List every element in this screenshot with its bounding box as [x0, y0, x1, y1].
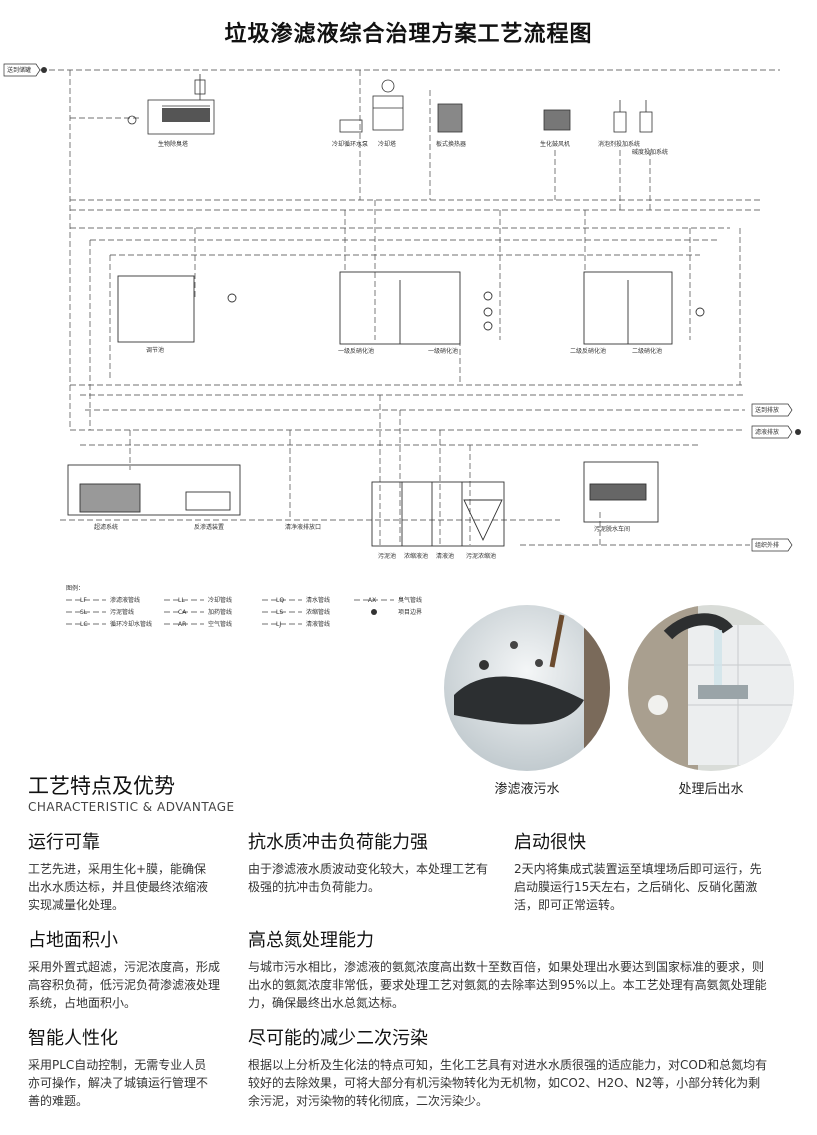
- label-sludge-conc: 污泥浓缩池: [466, 552, 496, 560]
- feature-intelligent: 智能人性化 采用PLC自动控制，无需专业人员亦可操作，解决了城镇运行管理不善的难…: [28, 1024, 208, 1110]
- legend-label: 循环冷却水管线: [110, 620, 152, 628]
- cooling-group: [339, 79, 463, 133]
- label-nit2: 二级硝化池: [632, 347, 662, 355]
- feature-quick-start: 启动很快 2天内将集成式装置运至填埋场后即可运行，先启动膜运行15天左右，之后硝…: [514, 828, 764, 914]
- label-cool-tower: 冷却塔: [378, 140, 396, 148]
- process-flow-diagram: 生物除臭塔 冷却循环水泵 冷却塔 板式换热器 生化鼓风机 消泡剂投加系统 碱度投…: [3, 63, 801, 628]
- label-blower: 生化鼓风机: [540, 140, 570, 148]
- boundary-icon: [371, 609, 377, 615]
- legend-code: LS: [276, 609, 283, 616]
- biodeodor-tower: [127, 74, 215, 135]
- photo-treated-water: [628, 605, 794, 771]
- legend-label: 臭气管线: [398, 596, 422, 604]
- feature-title: 高总氮处理能力: [248, 930, 374, 951]
- feature-title: 运行可靠: [28, 832, 100, 853]
- label-alkali: 碱度投加系统: [632, 148, 668, 156]
- legend-code: LQ: [276, 597, 284, 604]
- legend-label: 冷却管线: [208, 596, 232, 604]
- legend-label: 浓缩管线: [306, 608, 330, 616]
- feature-title: 尽可能的减少二次污染: [248, 1028, 428, 1049]
- feature-text: 工艺先进，采用生化+膜，能确保出水水质达标，并且使最终浓缩液实现减量化处理。: [28, 862, 209, 912]
- page-title: 垃圾渗滤液综合治理方案工艺流程图: [224, 22, 593, 47]
- label-denit1: 一级反硝化池: [338, 347, 374, 355]
- legend-code: CA: [178, 609, 187, 616]
- label-uf: 超滤系统: [94, 523, 118, 531]
- legend-label: 项目边界: [398, 608, 422, 616]
- label-dewater: 污泥脱水车间: [594, 525, 630, 533]
- boundary-arrows: [3, 63, 793, 552]
- arrow-to-tank: 送到储罐: [7, 66, 31, 74]
- feature-shock-resistant: 抗水质冲击负荷能力强 由于渗滤液水质波动变化较大，本处理工艺有极强的抗冲击负荷能…: [248, 828, 488, 896]
- legend-code: SL: [80, 609, 88, 616]
- bottom-units: [67, 461, 659, 547]
- arrow-to-out: 组织外排: [755, 541, 779, 549]
- feature-title: 智能人性化: [28, 1028, 118, 1049]
- legend-heading: 图例：: [66, 584, 84, 592]
- label-plate-hx: 板式换热器: [436, 140, 466, 148]
- arrow-to-env1: 送到排放: [755, 406, 779, 414]
- label-cool-pump: 冷却循环水泵: [332, 140, 368, 148]
- feature-text: 采用外置式超滤，污泥浓度高，形成高容积负荷，低污泥负荷渗滤液处理系统，占地面积小…: [28, 960, 221, 1010]
- section-title: 工艺特点及优势: [28, 774, 175, 798]
- feature-low-pollution: 尽可能的减少二次污染 根据以上分析及生化法的特点可知，生化工艺具有对进水水质很强…: [248, 1024, 770, 1110]
- tanks: [117, 271, 705, 345]
- legend-label: 加药管线: [208, 608, 232, 616]
- feature-title: 抗水质冲击负荷能力强: [248, 832, 428, 853]
- label-ro: 反渗透装置: [194, 523, 224, 531]
- legend-label: 空气管线: [208, 620, 232, 628]
- feature-text: 与城市污水相比，渗滤液的氨氮浓度高出数十至数百倍，如果处理出水要达到国家标准的要…: [248, 960, 767, 1010]
- blower-dosing: [543, 100, 653, 133]
- legend-label: 清液管线: [306, 620, 330, 628]
- feature-title: 占地面积小: [28, 930, 118, 951]
- section-subtitle: CHARACTERISTIC & ADVANTAGE: [28, 800, 235, 814]
- label-conc: 浓缩液池: [404, 552, 428, 560]
- legend-code: LF: [80, 597, 87, 604]
- legend-code: LL: [178, 597, 185, 604]
- feature-reliable: 运行可靠 工艺先进，采用生化+膜，能确保出水水质达标，并且使最终浓缩液实现减量化…: [28, 828, 218, 914]
- label-reg-tank: 调节池: [146, 346, 164, 354]
- feature-text: 2天内将集成式装置运至填埋场后即可运行，先启动膜运行15天左右，之后硝化、反硝化…: [514, 862, 762, 912]
- feature-small-footprint: 占地面积小 采用外置式超滤，污泥浓度高，形成高容积负荷，低污泥负荷渗滤液处理系统…: [28, 926, 230, 1012]
- legend-code: AX: [368, 597, 376, 604]
- feature-nitrogen: 高总氮处理能力 与城市污水相比，渗滤液的氨氮浓度高出数十至数百倍，如果处理出水要…: [248, 926, 770, 1012]
- label-biodeodor: 生物除臭塔: [158, 140, 188, 148]
- feature-text: 根据以上分析及生化法的特点可知，生化工艺具有对进水水质很强的适应能力，对COD和…: [248, 1058, 768, 1108]
- feature-text: 采用PLC自动控制，无需专业人员亦可操作，解决了城镇运行管理不善的难题。: [28, 1058, 209, 1108]
- photo-caption-raw: 渗滤液污水: [494, 782, 560, 797]
- boundary-marks: [41, 67, 801, 435]
- label-clear: 清液池: [436, 552, 454, 560]
- photo-caption-treated: 处理后出水: [678, 782, 744, 797]
- legend-label: 清水管线: [306, 596, 330, 604]
- label-defoam: 消泡剂投加系统: [598, 140, 640, 148]
- label-sludge: 污泥池: [378, 552, 396, 560]
- legend-code: LC: [80, 621, 88, 628]
- label-denit2: 二级反硝化池: [570, 347, 606, 355]
- legend: 图例： LF 渗滤液管线 SL 污泥管线 LC 循环冷却水管线 LL 冷却管线 CA 加药管线 AR…: [66, 584, 422, 628]
- arrow-to-env2: 滤液排放: [755, 428, 779, 436]
- label-clean-out: 清净液排放口: [285, 523, 321, 531]
- feature-title: 启动很快: [514, 832, 586, 853]
- photo-raw-leachate: [444, 605, 610, 771]
- legend-code: LJ: [276, 621, 281, 628]
- legend-label: 渗滤液管线: [110, 596, 140, 604]
- label-nit1: 一级硝化池: [428, 347, 458, 355]
- feature-text: 由于渗滤液水质波动变化较大，本处理工艺有极强的抗冲击负荷能力。: [248, 862, 489, 894]
- legend-code: AR: [178, 621, 186, 628]
- legend-label: 污泥管线: [110, 608, 134, 616]
